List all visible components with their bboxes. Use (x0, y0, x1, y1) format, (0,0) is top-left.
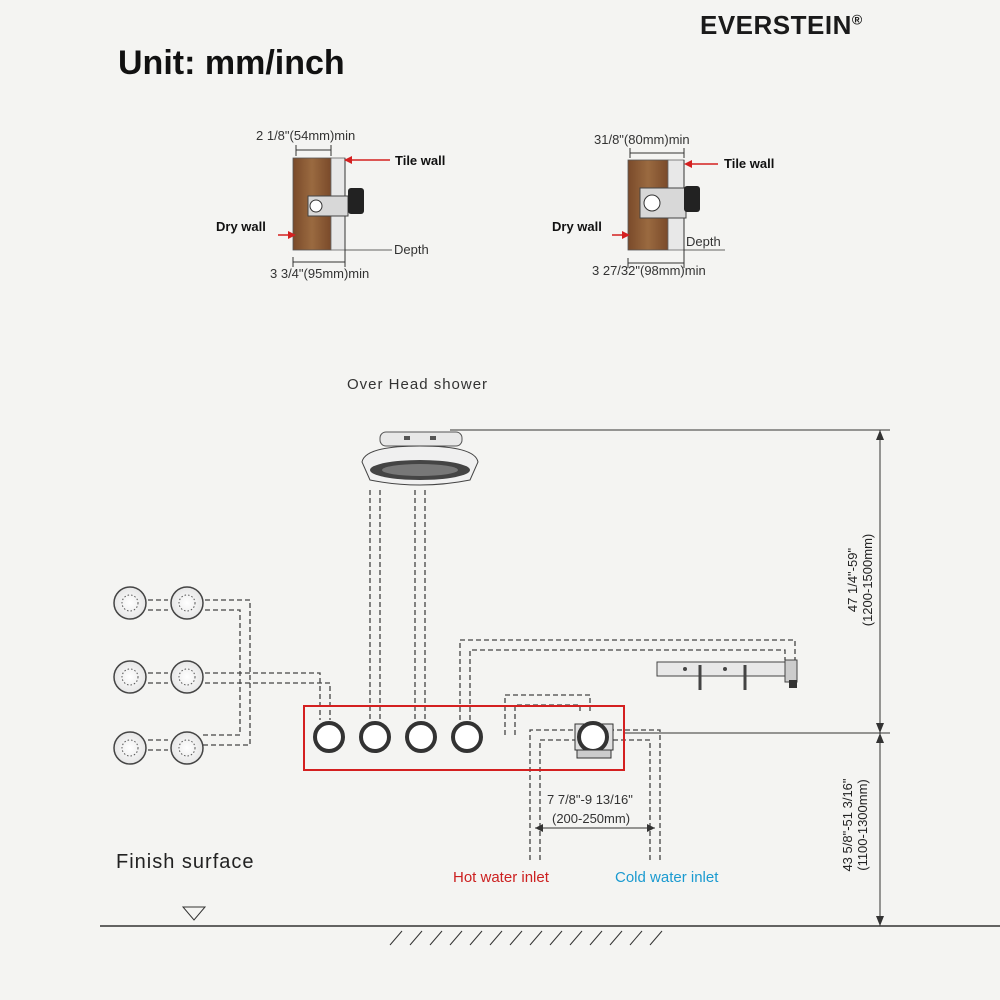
body-jet-icon (170, 586, 204, 620)
thermostatic-valve-icon (574, 721, 614, 759)
wall-detail-left (278, 145, 392, 267)
left-dry-wall-label: Dry wall (216, 219, 266, 234)
body-jet-icon (113, 660, 147, 694)
right-bottom-dimension: 3 27/32"(98mm)min (592, 263, 706, 278)
hatch-line (509, 930, 523, 946)
hatch-line (409, 930, 423, 946)
lower-height-dimension: 43 5/8"-51 3/16" (1100-1300mm) (840, 750, 870, 900)
hatch-line (549, 930, 563, 946)
left-bottom-dimension: 3 3/4"(95mm)min (270, 266, 370, 281)
hot-water-inlet-label: Hot water inlet (453, 869, 549, 886)
floor-hatching (389, 930, 663, 946)
body-jet-icon (170, 731, 204, 765)
right-depth-label: Depth (686, 234, 721, 249)
left-top-dimension: 2 1/8"(54mm)min (256, 128, 356, 143)
body-jet-icon (170, 660, 204, 694)
brand-logo: EVERSTEIN® (700, 10, 863, 40)
knob-icon (313, 721, 345, 753)
overhead-shower-icon (361, 431, 479, 486)
inlet-spacing-inch: 7 7/8"-9 13/16" (547, 792, 633, 807)
height-dimensions (450, 429, 890, 926)
knob-icon (405, 721, 437, 753)
upper-height-mm: (1200-1500mm) (860, 533, 875, 627)
right-tile-wall-label: Tile wall (724, 156, 775, 171)
valve-panel (303, 705, 625, 771)
right-dry-wall-label: Dry wall (552, 219, 602, 234)
hatch-line (449, 930, 463, 946)
body-jet-icon (113, 731, 147, 765)
body-jet-icon (113, 586, 147, 620)
hatch-line (529, 930, 543, 946)
hatch-line (609, 930, 623, 946)
lower-height-inch: 43 5/8"-51 3/16" (840, 778, 855, 872)
body-jets (113, 586, 204, 765)
cold-water-inlet-label: Cold water inlet (615, 869, 719, 886)
left-depth-label: Depth (394, 242, 429, 257)
unit-title: Unit: mm/inch (118, 44, 345, 82)
hatch-line (469, 930, 483, 946)
hatch-line (629, 930, 643, 946)
knob-icon (451, 721, 483, 753)
hatch-line (489, 930, 503, 946)
left-tile-wall-label: Tile wall (395, 153, 446, 168)
hatch-line (429, 930, 443, 946)
lower-height-mm: (1100-1300mm) (855, 779, 870, 871)
hatch-line (569, 930, 583, 946)
knob-icon (359, 721, 391, 753)
right-top-dimension: 31/8"(80mm)min (594, 132, 690, 147)
wall-detail-right (612, 148, 725, 268)
upper-height-dimension: 47 1/4"-59" (1200-1500mm) (845, 510, 875, 650)
handheld-slide-bar-icon (656, 659, 798, 690)
floor-line (100, 906, 1000, 927)
hatch-line (389, 930, 403, 946)
overhead-shower-label: Over Head shower (347, 376, 489, 393)
upper-height-inch: 47 1/4"-59" (845, 547, 860, 613)
pipes (148, 490, 796, 860)
hatch-line (589, 930, 603, 946)
inlet-spacing-mm: (200-250mm) (552, 811, 631, 826)
finish-surface-label: Finish surface (116, 851, 255, 873)
hatch-line (649, 930, 663, 946)
